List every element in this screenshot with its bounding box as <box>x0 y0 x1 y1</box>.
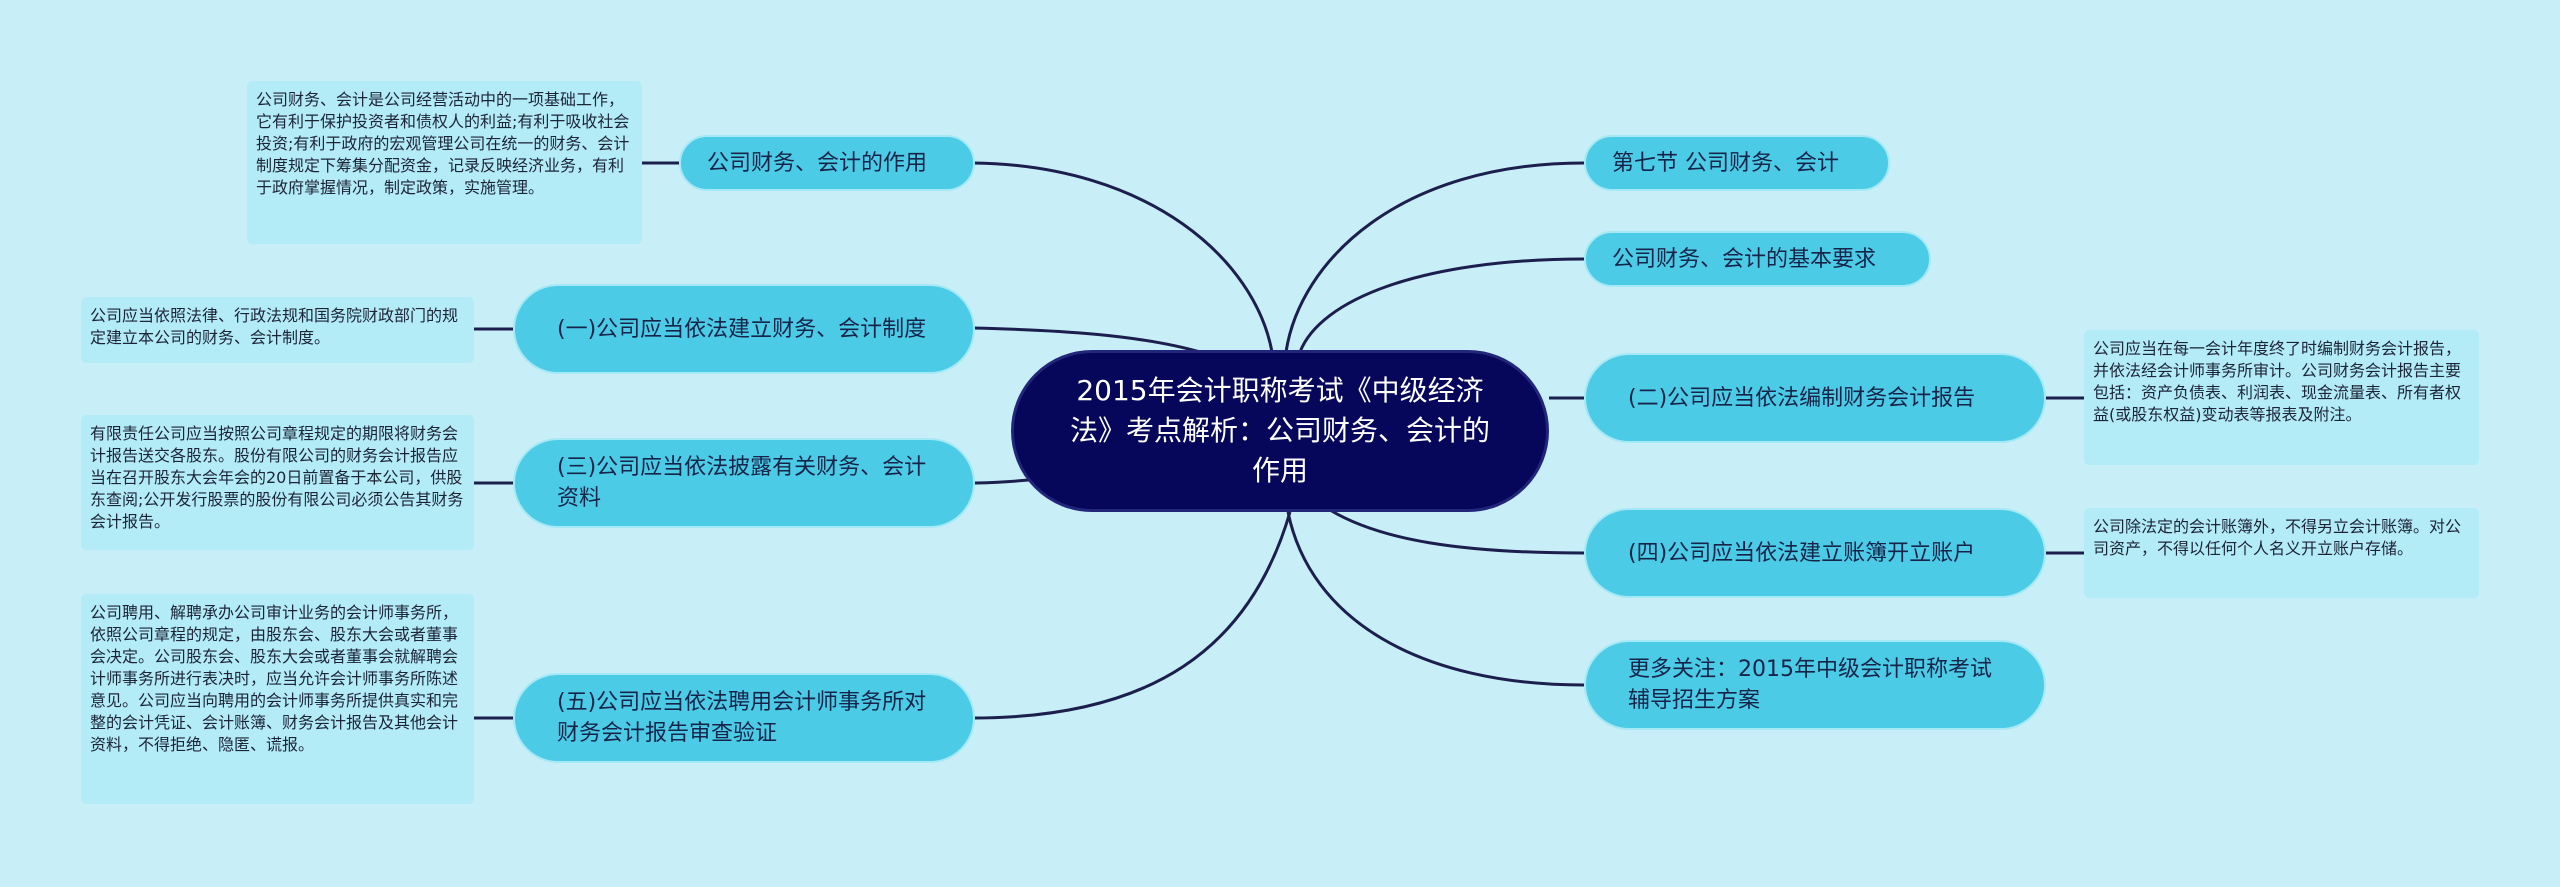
note-left-2: 公司应当依照法律、行政法规和国务院财政部门的规定建立本公司的财务、会计制度。 <box>81 297 474 363</box>
connector-root-left-4 <box>972 511 1292 720</box>
branch-left-1[interactable]: 公司财务、会计的作用 <box>679 135 975 191</box>
branch-right-1[interactable]: 第七节 公司财务、会计 <box>1584 135 1890 191</box>
branch-left-3[interactable]: (三)公司应当依法披露有关财务、会计资料 <box>513 438 975 528</box>
note-left-1-text: 公司财务、会计是公司经营活动中的一项基础工作，它有利于保护投资者和债权人的利益;… <box>256 90 630 197</box>
connector-root-right-2 <box>1298 257 1585 353</box>
note-right-3: 公司应当在每一会计年度终了时编制财务会计报告，并依法经会计师事务所审计。公司财务… <box>2084 330 2479 465</box>
branch-right-3-label: (二)公司应当依法编制财务会计报告 <box>1628 385 1976 411</box>
note-left-1: 公司财务、会计是公司经营活动中的一项基础工作，它有利于保护投资者和债权人的利益;… <box>247 81 642 244</box>
branch-right-2-label: 公司财务、会计的基本要求 <box>1612 246 1877 272</box>
branch-left-1-label: 公司财务、会计的作用 <box>707 150 928 176</box>
branch-left-3-label: (三)公司应当依法披露有关财务、会计资料 <box>557 455 927 511</box>
branch-left-2-label: (一)公司应当依法建立财务、会计制度 <box>557 316 927 342</box>
root-topic-title: 2015年会计职称考试《中级经济法》考点解析：公司财务、会计的作用 <box>1069 374 1490 487</box>
connector-root-right-5 <box>1286 511 1585 687</box>
connector-root-left-1 <box>972 161 1274 353</box>
connector-root-left-3 <box>972 478 1030 485</box>
branch-right-2[interactable]: 公司财务、会计的基本要求 <box>1584 231 1931 287</box>
note-right-4-text: 公司除法定的会计账簿外，不得另立会计账簿。对公司资产，不得以任何个人名义开立账户… <box>2093 517 2462 558</box>
connector-root-left-2 <box>972 326 1201 354</box>
note-left-4-text: 公司聘用、解聘承办公司审计业务的会计师事务所，依照公司章程的规定，由股东会、股东… <box>90 603 459 754</box>
root-topic[interactable]: 2015年会计职称考试《中级经济法》考点解析：公司财务、会计的作用 <box>1011 350 1549 512</box>
note-right-3-text: 公司应当在每一会计年度终了时编制财务会计报告，并依法经会计师事务所审计。公司财务… <box>2093 339 2462 424</box>
branch-right-4[interactable]: (四)公司应当依法建立账簿开立账户 <box>1584 508 2046 598</box>
branch-right-3[interactable]: (二)公司应当依法编制财务会计报告 <box>1584 353 2046 443</box>
connector-root-right-1 <box>1284 161 1585 353</box>
branch-right-5-label: 更多关注：2015年中级会计职称考试辅导招生方案 <box>1628 657 1992 713</box>
note-left-3-text: 有限责任公司应当按照公司章程规定的期限将财务会计报告送交各股东。股份有限公司的财… <box>90 424 464 531</box>
branch-right-1-label: 第七节 公司财务、会计 <box>1612 150 1839 176</box>
branch-right-4-label: (四)公司应当依法建立账簿开立账户 <box>1628 540 1976 566</box>
note-right-4: 公司除法定的会计账簿外，不得另立会计账簿。对公司资产，不得以任何个人名义开立账户… <box>2084 508 2479 598</box>
connector-root-right-4 <box>1329 508 1585 555</box>
branch-right-5[interactable]: 更多关注：2015年中级会计职称考试辅导招生方案 <box>1584 640 2046 730</box>
branch-left-4[interactable]: (五)公司应当依法聘用会计师事务所对财务会计报告审查验证 <box>513 673 975 763</box>
branch-left-2[interactable]: (一)公司应当依法建立财务、会计制度 <box>513 284 975 374</box>
note-left-2-text: 公司应当依照法律、行政法规和国务院财政部门的规定建立本公司的财务、会计制度。 <box>90 306 459 347</box>
branch-left-4-label: (五)公司应当依法聘用会计师事务所对财务会计报告审查验证 <box>557 690 927 746</box>
note-left-3: 有限责任公司应当按照公司章程规定的期限将财务会计报告送交各股东。股份有限公司的财… <box>81 415 474 550</box>
note-left-4: 公司聘用、解聘承办公司审计业务的会计师事务所，依照公司章程的规定，由股东会、股东… <box>81 594 474 804</box>
